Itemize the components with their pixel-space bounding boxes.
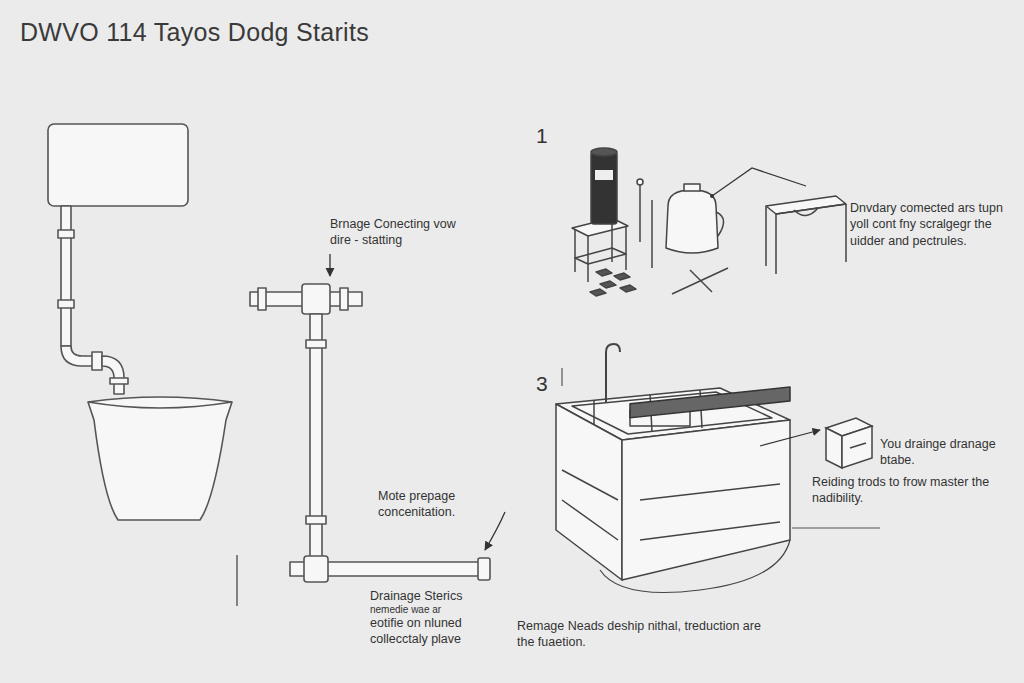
callout-number: 3: [536, 370, 566, 397]
title: DWVO 114 Tayos Dodg Starits: [20, 18, 369, 47]
callout-note: Dnvdary comected ars tupn yoll cont fny …: [850, 200, 1015, 249]
callout-number: 1: [536, 122, 566, 149]
callout-note: You drainge dranage btabe.: [880, 436, 1016, 469]
caption-note: Remage Neads deship nithal, treduction a…: [517, 618, 777, 651]
note-text: eotifie on nluned collecctaly plave: [370, 615, 488, 648]
elbow: [61, 346, 96, 366]
callout-note: Mote prepage concenitation.: [378, 488, 490, 521]
box-icon: [826, 418, 872, 468]
leader-line: [712, 168, 806, 196]
p-trap: [102, 356, 124, 394]
leader-arrow: [329, 254, 330, 276]
down-pipe: [61, 206, 71, 346]
callout-note: Brnage Conecting vow dire - statting: [330, 216, 470, 249]
note-heading: Drainage Sterics: [370, 588, 510, 604]
tools-illustration: [572, 148, 846, 296]
sink-illustration: [556, 344, 790, 580]
note-text: nemedie wae ar: [370, 603, 490, 616]
cistern: [48, 124, 188, 206]
leader-arrow: [485, 512, 505, 550]
callout-note: Reiding trods to frow master the nadibil…: [812, 474, 992, 507]
basin: [88, 397, 232, 520]
leader-arrow: [760, 430, 820, 446]
